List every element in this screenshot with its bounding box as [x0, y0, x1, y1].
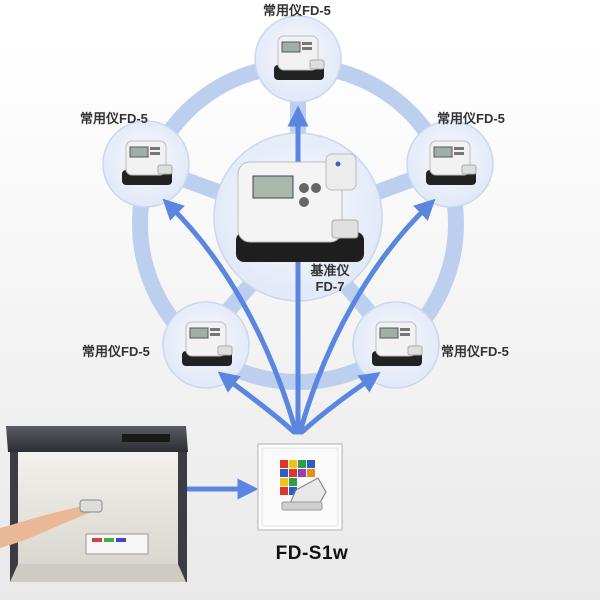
device-fd5-upper-left: [121, 140, 173, 186]
device-fd7-master: [236, 153, 364, 262]
device-fd5-lower-left: [181, 321, 233, 367]
master-label: 基准仪 FD-7: [300, 260, 360, 294]
node-label-top: 常用仪FD-5: [263, 3, 331, 18]
master-name: 基准仪: [310, 263, 350, 278]
device-fd5-upper-right: [425, 140, 477, 186]
device-fd5-lower-right: [371, 321, 423, 367]
master-model: FD-7: [315, 279, 345, 294]
fd-s1w-software-icon: [257, 443, 343, 531]
node-label-lower-left: 常用仪FD-5: [82, 344, 150, 359]
node-label-upper-right: 常用仪FD-5: [437, 111, 505, 126]
software-label: FD-S1w: [275, 543, 349, 564]
node-label-lower-right: 常用仪FD-5: [441, 344, 509, 359]
viewing-booth-image: [0, 426, 188, 582]
node-label-upper-left: 常用仪FD-5: [80, 111, 148, 126]
device-fd5-top: [274, 35, 325, 80]
